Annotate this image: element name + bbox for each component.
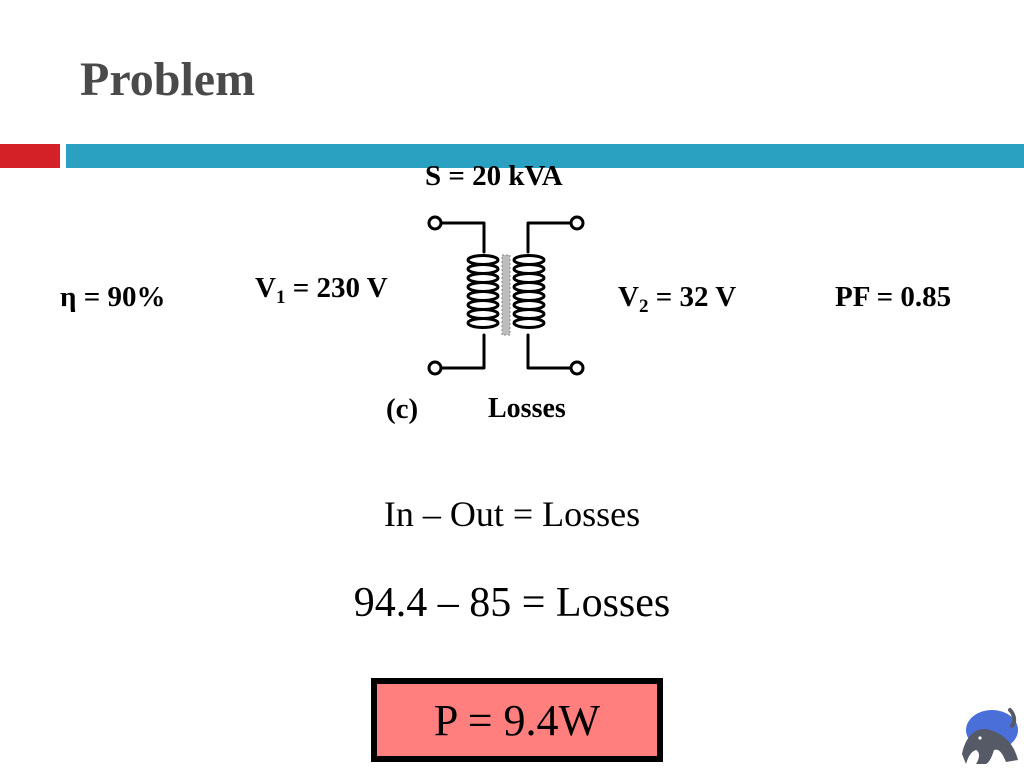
secondary-terminal-bottom	[569, 360, 585, 376]
secondary-voltage-value: = 32 V	[648, 281, 737, 313]
primary-voltage-symbol: V	[255, 272, 276, 304]
power-factor-label: PF = 0.85	[835, 281, 952, 313]
equation-general: In – Out = Losses	[383, 494, 641, 534]
secondary-terminal-top	[569, 215, 585, 231]
slide-title: Problem	[80, 53, 256, 106]
answer-text: P = 9.4W	[433, 695, 601, 745]
secondary-coil	[512, 254, 546, 329]
primary-lead-top	[439, 221, 486, 254]
primary-lead-bottom	[439, 333, 486, 370]
primary-terminal-bottom	[427, 360, 443, 376]
efficiency-label: η = 90%	[60, 281, 166, 313]
primary-terminal-top	[427, 215, 443, 231]
title-accent-bar-red	[0, 144, 60, 168]
transformer-symbol	[427, 215, 585, 376]
losses-label: Losses	[488, 393, 566, 424]
iron-core	[501, 254, 511, 336]
primary-voltage-label: V1 = 230 V	[255, 272, 388, 309]
equation-numeric: 94.4 – 85 = Losses	[353, 580, 671, 626]
secondary-lead-bottom	[526, 333, 573, 370]
part-label: (c)	[386, 393, 419, 425]
primary-voltage-value: = 230 V	[285, 272, 388, 304]
secondary-voltage-subscript: 2	[638, 296, 649, 317]
apparent-power-label: S = 20 kVA	[425, 160, 563, 192]
secondary-voltage-symbol: V	[618, 281, 639, 313]
mascot-logo	[962, 708, 1018, 764]
answer-box: P = 9.4W	[371, 678, 663, 762]
primary-coil	[466, 254, 500, 329]
secondary-voltage-label: V2 = 32 V	[618, 281, 736, 318]
secondary-lead-top	[526, 221, 573, 254]
primary-voltage-subscript: 1	[275, 287, 286, 308]
title-accent-bar-blue	[66, 144, 1024, 168]
